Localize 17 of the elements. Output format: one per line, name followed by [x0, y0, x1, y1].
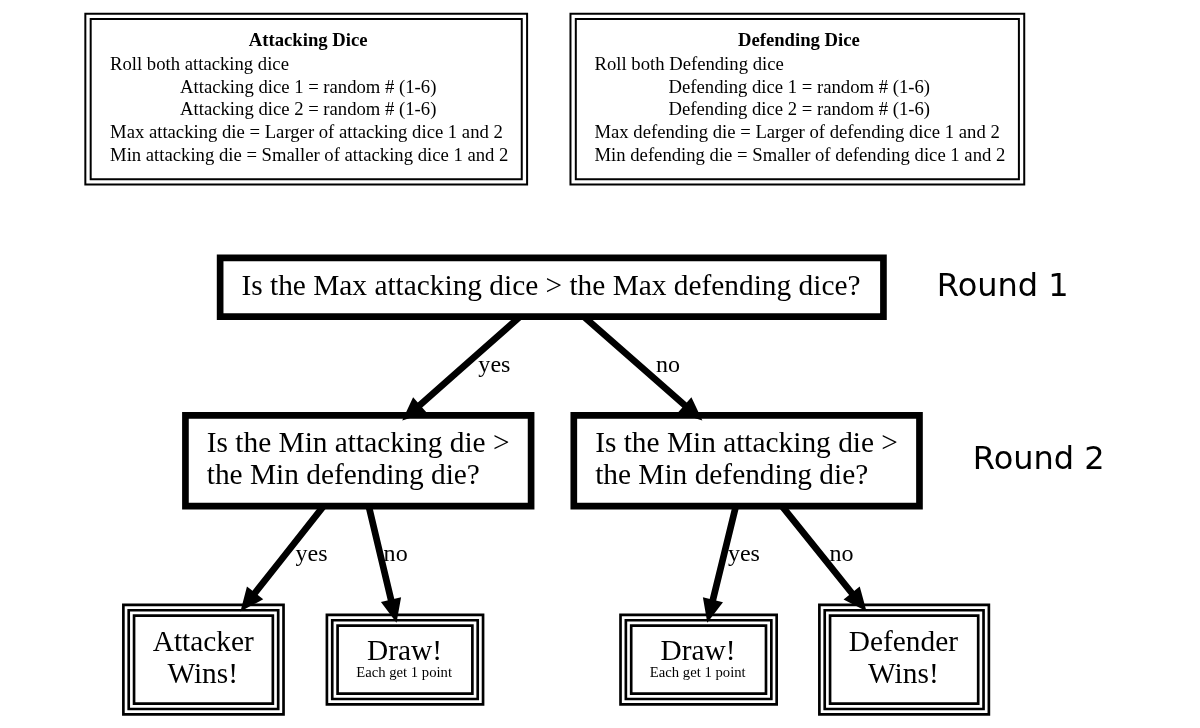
node-box: Attacker Wins! — [121, 603, 285, 716]
label: Round 1 — [936, 265, 1069, 304]
edge-label: yes — [727, 540, 760, 567]
label: Round 2 — [972, 439, 1105, 478]
node-box: Defending Dice Roll both Defending dice Defending dice 1 = random # (1-6) Defending dice 2 = random # (1-6) Max defending die = Larger of defending dice 1 and 2 Min defending die = Smaller of defending dice 1 and 2 — [568, 12, 1025, 186]
edge-label: no — [383, 540, 408, 567]
node-box: Defender Wins! — [817, 603, 990, 716]
node-box: Draw! Each get 1 point — [325, 613, 484, 706]
node-box: Is the Min attacking die > the Min defending die? — [569, 412, 923, 510]
node-box: Is the Min attacking die > the Min defending die? — [181, 412, 534, 510]
edge-label: yes — [295, 540, 328, 567]
node-box: Attacking Dice Roll both attacking dice Attacking dice 1 = random # (1-6) Attacking dice 2 = random # (1-6) Max attacking die = Larger of attacking dice 1 and 2 Min attacking die = Smaller of attacking dice 1 and 2 — [83, 12, 528, 186]
edge-label: no — [655, 350, 680, 377]
edge-label: no — [828, 540, 853, 567]
node-box: Draw! Each get 1 point — [618, 613, 778, 706]
edge-label: yes — [477, 350, 510, 377]
node-box: Is the Max attacking dice > the Max defending dice? — [216, 254, 887, 320]
